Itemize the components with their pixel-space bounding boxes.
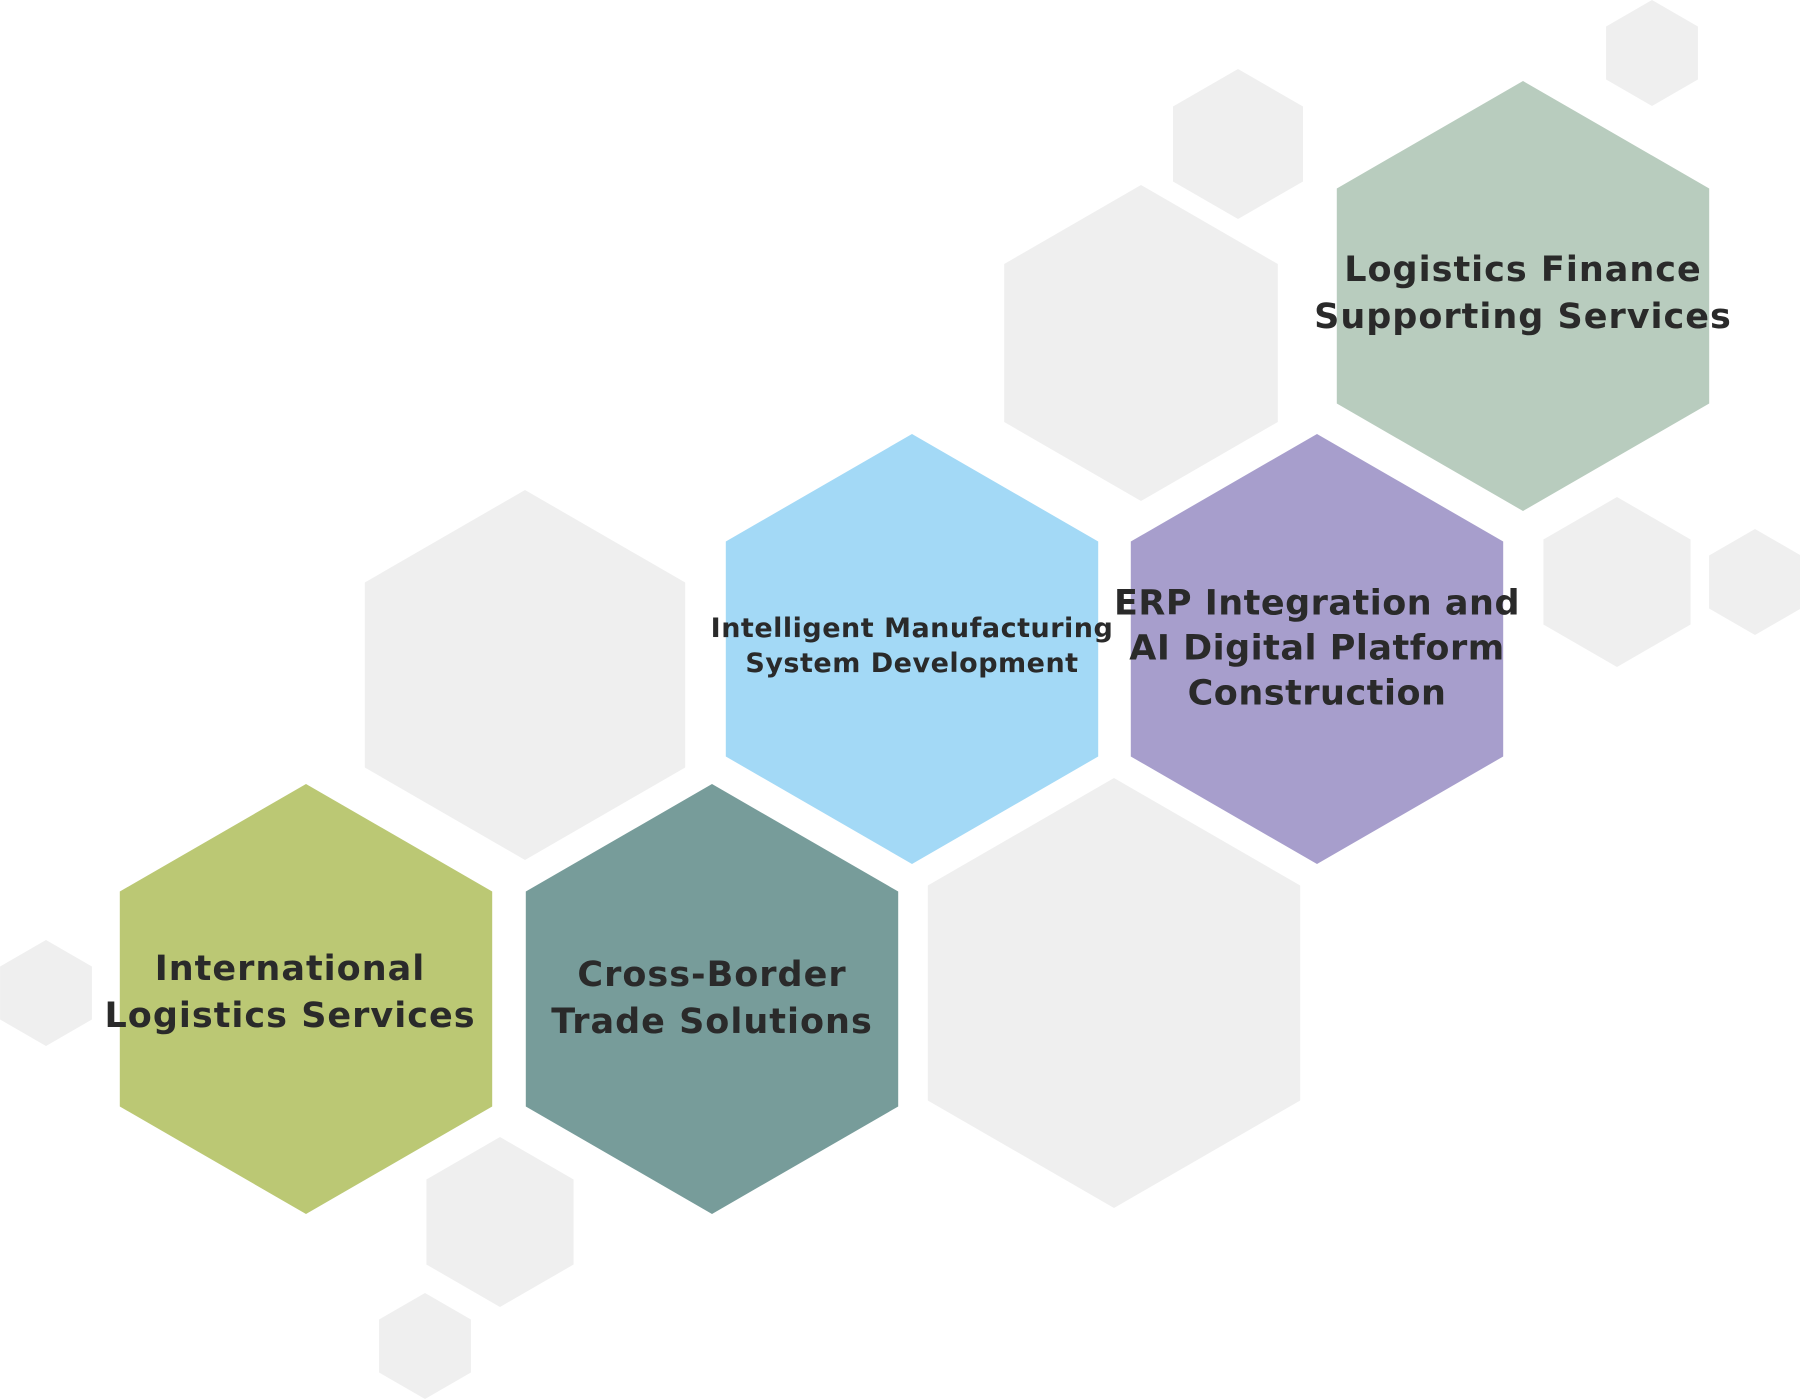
label-line: ERP Integration and [1113, 583, 1521, 624]
decor-hex [1709, 529, 1800, 635]
label-line: Supporting Services [1314, 297, 1732, 337]
erp-ai-platform-label: ERP Integration and AI Digital Platform … [1114, 582, 1520, 717]
label-line: Construction [1187, 673, 1447, 714]
hex-international-logistics [119, 784, 493, 1214]
decor-hex [426, 1137, 574, 1307]
decor-hex [1606, 0, 1698, 106]
hex-erp-ai-platform [1130, 434, 1504, 864]
label-line: Trade Solutions [551, 1002, 873, 1042]
label-line: System Development [745, 648, 1079, 679]
decor-hex [364, 490, 686, 860]
logistics-finance-label: Logistics Finance Supporting Services [1314, 247, 1732, 341]
decor-hex [1173, 69, 1303, 219]
hex-intelligent-manufacturing [725, 434, 1099, 864]
hex-logistics-finance [1336, 81, 1710, 511]
label-line: Intelligent Manufacturing [710, 613, 1114, 644]
decor-hex [927, 778, 1301, 1208]
decor-hex [1543, 497, 1691, 667]
label-line: Logistics Services [104, 996, 476, 1036]
international-logistics-label: International Logistics Services [104, 946, 475, 1040]
intelligent-manufacturing-label: Intelligent Manufacturing System Develop… [711, 611, 1114, 681]
decor-hex [0, 940, 92, 1046]
cross-border-trade-label: Cross-Border Trade Solutions [551, 952, 873, 1046]
label-line: Cross-Border [577, 955, 847, 995]
decor-hex [379, 1293, 471, 1399]
label-line: AI Digital Platform [1129, 628, 1505, 669]
decor-hex [1004, 185, 1278, 501]
label-line: Logistics Finance [1344, 250, 1702, 290]
label-line: International [154, 949, 426, 989]
hex-cross-border-trade [525, 784, 899, 1214]
